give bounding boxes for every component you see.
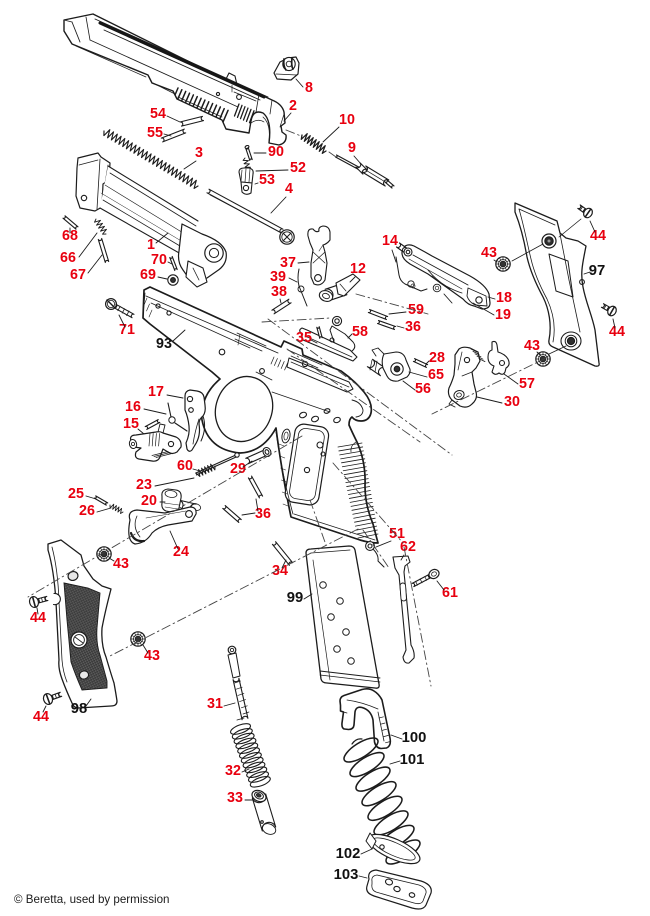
svg-text:65: 65 <box>428 367 444 383</box>
svg-text:43: 43 <box>481 245 497 261</box>
svg-text:62: 62 <box>400 539 416 555</box>
svg-text:51: 51 <box>389 526 405 542</box>
svg-text:14: 14 <box>382 233 398 249</box>
svg-text:56: 56 <box>415 381 431 397</box>
svg-text:67: 67 <box>70 267 86 283</box>
svg-text:25: 25 <box>68 486 84 502</box>
svg-text:44: 44 <box>30 610 46 626</box>
svg-text:20: 20 <box>141 493 157 509</box>
svg-text:© Beretta, used by permission: © Beretta, used by permission <box>14 893 169 906</box>
svg-text:26: 26 <box>79 503 95 519</box>
svg-text:98: 98 <box>71 701 87 717</box>
svg-text:57: 57 <box>519 376 535 392</box>
svg-text:102: 102 <box>336 846 361 862</box>
svg-text:55: 55 <box>147 125 163 141</box>
svg-text:44: 44 <box>609 324 625 340</box>
svg-text:24: 24 <box>173 544 189 560</box>
svg-text:69: 69 <box>140 267 156 283</box>
svg-text:66: 66 <box>60 250 76 266</box>
svg-text:23: 23 <box>136 477 152 493</box>
svg-text:43: 43 <box>113 556 129 572</box>
svg-text:44: 44 <box>590 228 606 244</box>
svg-text:12: 12 <box>350 261 366 277</box>
svg-text:61: 61 <box>442 585 458 601</box>
svg-text:17: 17 <box>148 384 164 400</box>
svg-text:18: 18 <box>496 290 512 306</box>
svg-text:53: 53 <box>259 172 275 188</box>
svg-text:43: 43 <box>144 648 160 664</box>
svg-text:70: 70 <box>151 252 167 268</box>
svg-text:29: 29 <box>230 461 246 477</box>
svg-text:54: 54 <box>150 106 166 122</box>
svg-text:34: 34 <box>272 563 288 579</box>
svg-text:33: 33 <box>227 790 243 806</box>
svg-text:59: 59 <box>408 302 424 318</box>
svg-text:30: 30 <box>504 394 520 410</box>
svg-text:36: 36 <box>255 506 271 522</box>
svg-text:15: 15 <box>123 416 139 432</box>
svg-text:60: 60 <box>177 458 193 474</box>
svg-text:44: 44 <box>33 709 49 725</box>
svg-text:90: 90 <box>268 144 284 160</box>
svg-text:16: 16 <box>125 399 141 415</box>
svg-text:36: 36 <box>405 319 421 335</box>
svg-text:38: 38 <box>271 284 287 300</box>
svg-text:9: 9 <box>348 140 356 156</box>
svg-text:43: 43 <box>524 338 540 354</box>
svg-text:10: 10 <box>339 112 355 128</box>
svg-text:100: 100 <box>402 730 427 746</box>
svg-text:35: 35 <box>296 330 312 346</box>
svg-text:97: 97 <box>589 263 605 279</box>
svg-text:28: 28 <box>429 350 445 366</box>
svg-text:32: 32 <box>225 763 241 779</box>
svg-text:19: 19 <box>495 307 511 323</box>
svg-text:68: 68 <box>62 228 78 244</box>
svg-text:58: 58 <box>352 324 368 340</box>
svg-text:93: 93 <box>156 336 172 352</box>
svg-text:31: 31 <box>207 696 223 712</box>
svg-text:52: 52 <box>290 160 306 176</box>
svg-text:71: 71 <box>119 322 135 338</box>
svg-text:39: 39 <box>270 269 286 285</box>
svg-text:1: 1 <box>147 237 155 253</box>
svg-text:101: 101 <box>400 752 425 768</box>
svg-text:37: 37 <box>280 255 296 271</box>
svg-text:3: 3 <box>195 145 203 161</box>
svg-text:8: 8 <box>305 80 313 96</box>
svg-text:2: 2 <box>289 98 297 114</box>
svg-text:4: 4 <box>285 181 293 197</box>
svg-text:103: 103 <box>334 867 359 883</box>
svg-text:99: 99 <box>287 590 303 606</box>
